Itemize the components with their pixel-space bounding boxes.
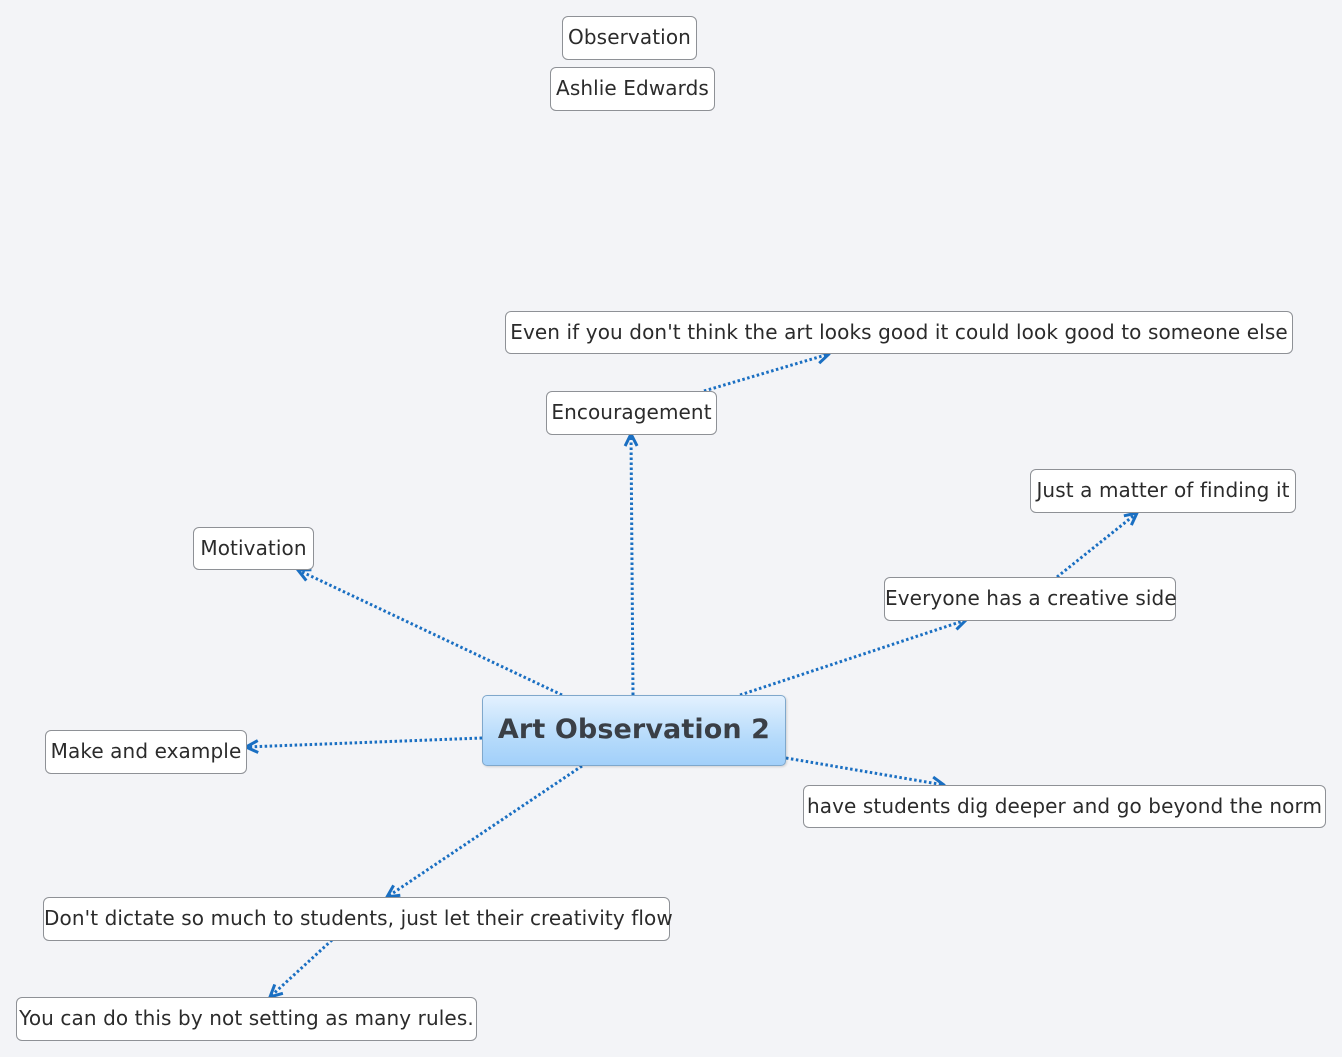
topic-motivation[interactable]: Motivation bbox=[193, 527, 314, 570]
header-node-author[interactable]: Ashlie Edwards bbox=[550, 67, 715, 111]
topic-encouragement-detail[interactable]: Even if you don't think the art looks go… bbox=[505, 311, 1293, 354]
connector-dont-dictate-fewer-rules bbox=[270, 938, 334, 997]
connector-creative-side-finding-it bbox=[1056, 513, 1137, 579]
topic-make-example[interactable]: Make and example bbox=[45, 730, 247, 774]
central-topic[interactable]: Art Observation 2 bbox=[482, 695, 786, 766]
connector-central-dig-deeper bbox=[785, 756, 944, 785]
connector-central-dont-dictate bbox=[387, 764, 583, 897]
header-node-observation[interactable]: Observation bbox=[562, 16, 697, 60]
topic-fewer-rules[interactable]: You can do this by not setting as many r… bbox=[16, 997, 477, 1041]
connector-encouragement-detail bbox=[703, 354, 829, 393]
connector-central-creative-side bbox=[739, 620, 966, 697]
topic-finding-it[interactable]: Just a matter of finding it bbox=[1030, 469, 1296, 513]
connector-central-make-example bbox=[246, 736, 483, 747]
topic-dont-dictate[interactable]: Don't dictate so much to students, just … bbox=[43, 897, 673, 941]
topic-encouragement[interactable]: Encouragement bbox=[546, 391, 717, 435]
topic-dig-deeper[interactable]: have students dig deeper and go beyond t… bbox=[803, 785, 1326, 828]
connector-central-encouragement bbox=[631, 434, 633, 696]
connector-central-motivation bbox=[298, 570, 563, 697]
topic-creative-side[interactable]: Everyone has a creative side bbox=[884, 577, 1177, 621]
